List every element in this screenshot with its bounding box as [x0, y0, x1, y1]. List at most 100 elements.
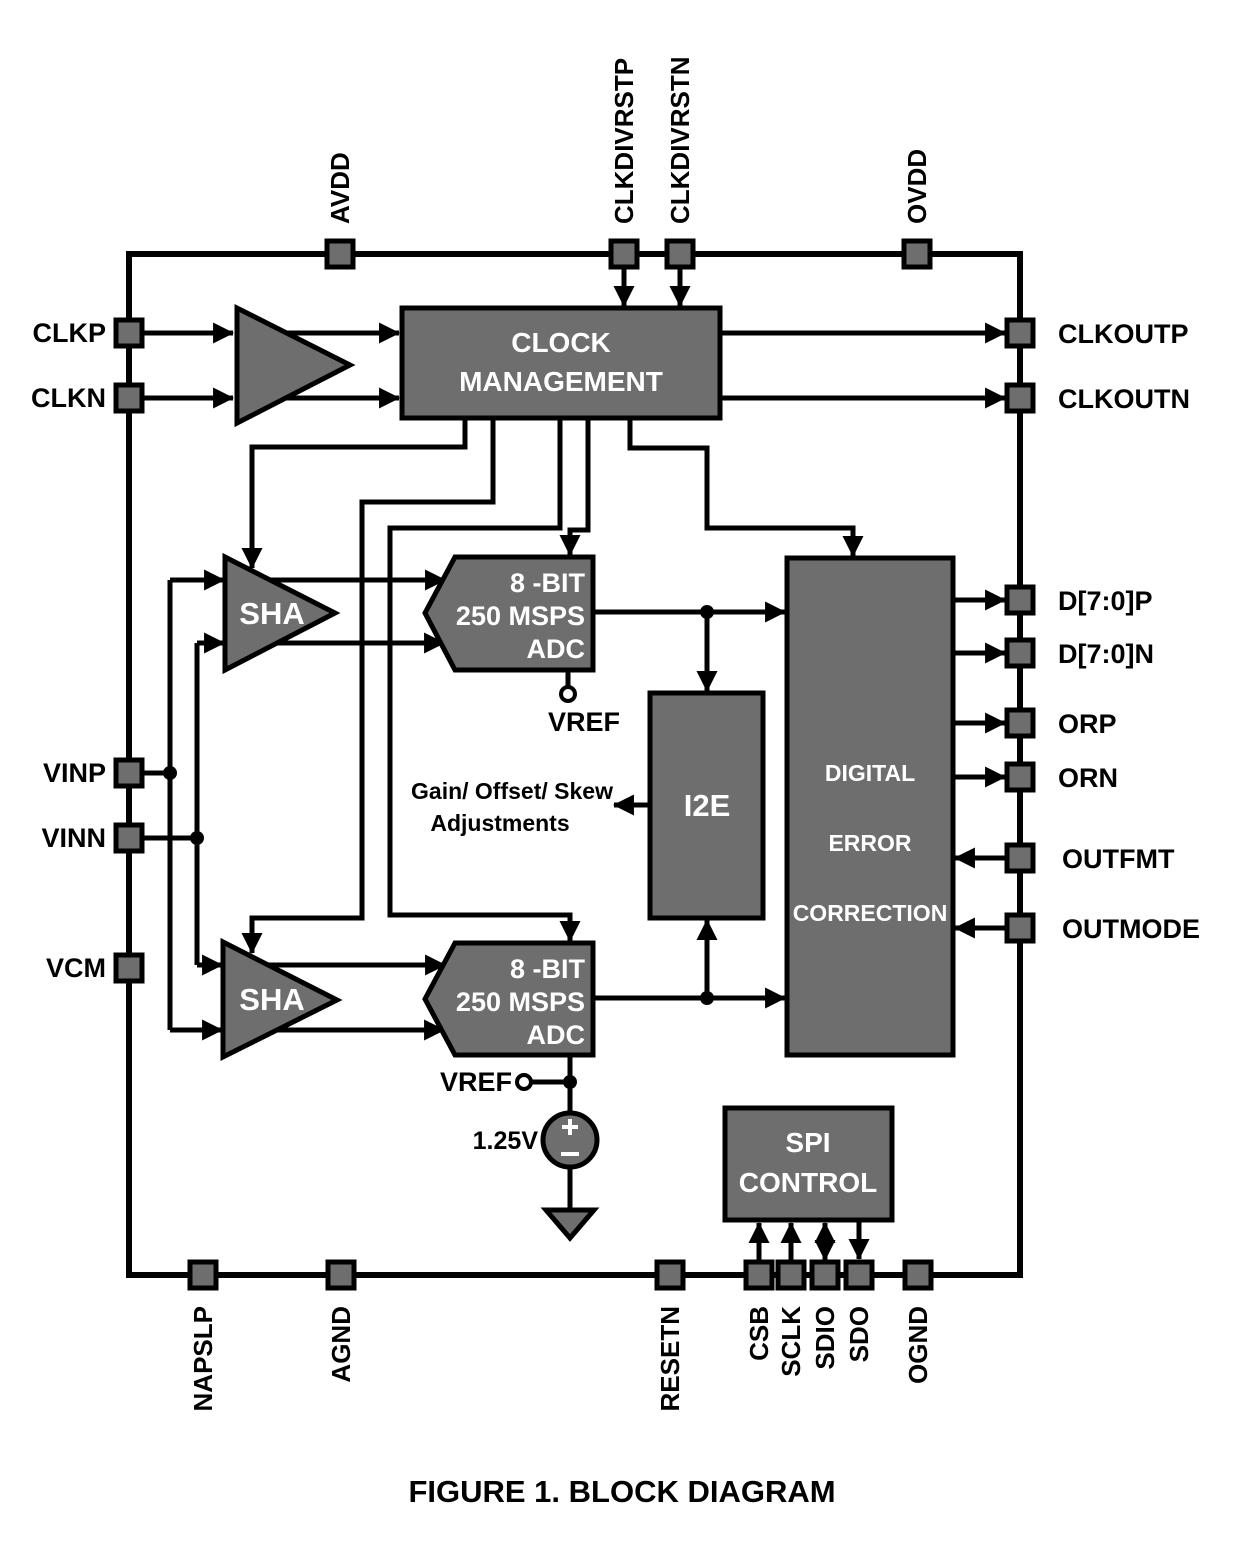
pin-label-outfmt: OUTFMT — [1062, 844, 1175, 874]
pin-d70p — [1004, 584, 1036, 616]
pin-label-d70p: D[7:0]P — [1058, 586, 1153, 616]
pin-label-csb: CSB — [744, 1306, 774, 1361]
pin-sdo — [843, 1259, 875, 1291]
junction-vref-bottom — [563, 1075, 577, 1089]
clock-management-label-line2: MANAGEMENT — [459, 366, 663, 397]
vref-top-label: VREF — [548, 707, 620, 737]
pin-orp — [1004, 707, 1036, 739]
pin-label-vinn: VINN — [41, 823, 106, 853]
pin-label-clkoutp: CLKOUTP — [1058, 319, 1189, 349]
pin-label-resetn: RESETN — [655, 1306, 685, 1411]
pin-vinn — [113, 822, 145, 854]
pin-avdd — [324, 238, 356, 270]
dec-label-line1: DIGITAL — [825, 760, 915, 786]
sha-top-label: SHA — [239, 596, 304, 631]
adc-top-label-line2: 250 MSPS — [456, 601, 585, 631]
pin-label-clkdivrstn: CLKDIVRSTN — [665, 56, 695, 224]
pin-label-sdio: SDIO — [810, 1306, 840, 1370]
ground-symbol-icon — [540, 1207, 600, 1242]
sha-top-block — [222, 552, 341, 675]
pin-label-napslp: NAPSLP — [188, 1306, 218, 1411]
wire-clk-to-adc-bottom — [387, 418, 581, 943]
wire-clk-to-dec — [627, 418, 864, 558]
voltage-source-icon — [540, 1110, 600, 1170]
clock-buffer-triangle — [234, 303, 356, 428]
adc-top-label-line3: ADC — [527, 634, 586, 664]
pin-clkn — [113, 382, 145, 414]
voltage-source-circle — [540, 1110, 600, 1170]
vref-bottom-label: VREF — [440, 1067, 512, 1097]
spi-control-block — [722, 1105, 895, 1223]
figure-caption: FIGURE 1. BLOCK DIAGRAM — [408, 1474, 835, 1509]
sha-bottom-label: SHA — [239, 982, 304, 1017]
pin-outmode — [1004, 912, 1036, 944]
pin-label-clkp: CLKP — [33, 318, 107, 348]
pin-label-clkoutn: CLKOUTN — [1058, 384, 1190, 414]
adc-bottom-label-line1: 8 -BIT — [510, 954, 586, 984]
plus-sign-icon — [562, 1119, 578, 1135]
pin-vcm — [113, 952, 145, 984]
pin-ovdd — [901, 238, 933, 270]
pin-label-avdd: AVDD — [325, 152, 355, 224]
pin-label-ovdd: OVDD — [902, 149, 932, 224]
i2e-block — [647, 690, 766, 921]
pin-label-clkdivrstp: CLKDIVRSTP — [609, 58, 639, 224]
junction-vinn — [190, 831, 204, 845]
wire-clk-to-adc-top — [559, 418, 591, 557]
pin-napslp — [187, 1259, 219, 1291]
pin-label-orn: ORN — [1058, 763, 1118, 793]
pin-sdio — [809, 1259, 841, 1291]
pin-label-vinp: VINP — [43, 758, 106, 788]
pin-sclk — [775, 1259, 807, 1291]
junction-adc-bottom-out — [700, 991, 714, 1005]
junction-dots — [163, 605, 714, 1089]
pin-label-ognd: OGND — [903, 1306, 933, 1384]
pin-label-sclk: SCLK — [776, 1306, 806, 1377]
pin-clkdivrstp — [608, 238, 640, 270]
i2e-label: I2E — [684, 788, 731, 823]
pin-ognd — [902, 1259, 934, 1291]
pin-clkdivrstn — [664, 238, 696, 270]
spi-label-line2: CONTROL — [739, 1167, 877, 1198]
vref-top-terminal — [559, 685, 577, 703]
pins — [113, 238, 1036, 1291]
pin-label-agnd: AGND — [326, 1306, 356, 1383]
pin-label-orp: ORP — [1058, 709, 1117, 739]
pin-outfmt — [1004, 842, 1036, 874]
pin-clkoutp — [1004, 317, 1036, 349]
pin-d70n — [1004, 637, 1036, 669]
digital-error-correction-block — [784, 555, 956, 1058]
adc-bottom-block — [422, 940, 596, 1058]
adc-bottom-label-line2: 250 MSPS — [456, 987, 585, 1017]
wire-clk-to-sha-top — [241, 418, 468, 570]
pin-agnd — [325, 1259, 357, 1291]
clock-management-block — [399, 305, 723, 421]
vref-bottom-terminal — [515, 1073, 533, 1091]
pin-label-d70n: D[7:0]N — [1058, 639, 1154, 669]
sha-bottom-block — [220, 937, 343, 1062]
wire-clk-to-sha-bottom — [241, 418, 496, 955]
adjustments-label-line1: Gain/ Offset/ Skew — [411, 778, 613, 804]
pin-label-clkn: CLKN — [31, 383, 106, 413]
adjustments-label-line2: Adjustments — [430, 810, 569, 836]
pin-clkp — [113, 317, 145, 349]
pin-label-outmode: OUTMODE — [1062, 914, 1200, 944]
voltage-source-label: 1.25V — [473, 1127, 539, 1155]
adc-bottom-label-line3: ADC — [527, 1020, 586, 1050]
adc-top-label-line1: 8 -BIT — [510, 568, 586, 598]
junction-adc-top-out — [700, 605, 714, 619]
adc-top-block — [422, 554, 596, 673]
pin-orn — [1004, 761, 1036, 793]
pin-clkoutn — [1004, 382, 1036, 414]
pin-label-vcm: VCM — [46, 953, 106, 983]
pin-label-sdo: SDO — [844, 1306, 874, 1362]
dec-label-line3: CORRECTION — [793, 900, 948, 926]
pin-vinp — [113, 757, 145, 789]
clock-management-label-line1: CLOCK — [511, 327, 611, 358]
pin-resetn — [654, 1259, 686, 1291]
pin-csb — [743, 1259, 775, 1291]
junction-vinp — [163, 766, 177, 780]
spi-label-line1: SPI — [785, 1127, 830, 1158]
